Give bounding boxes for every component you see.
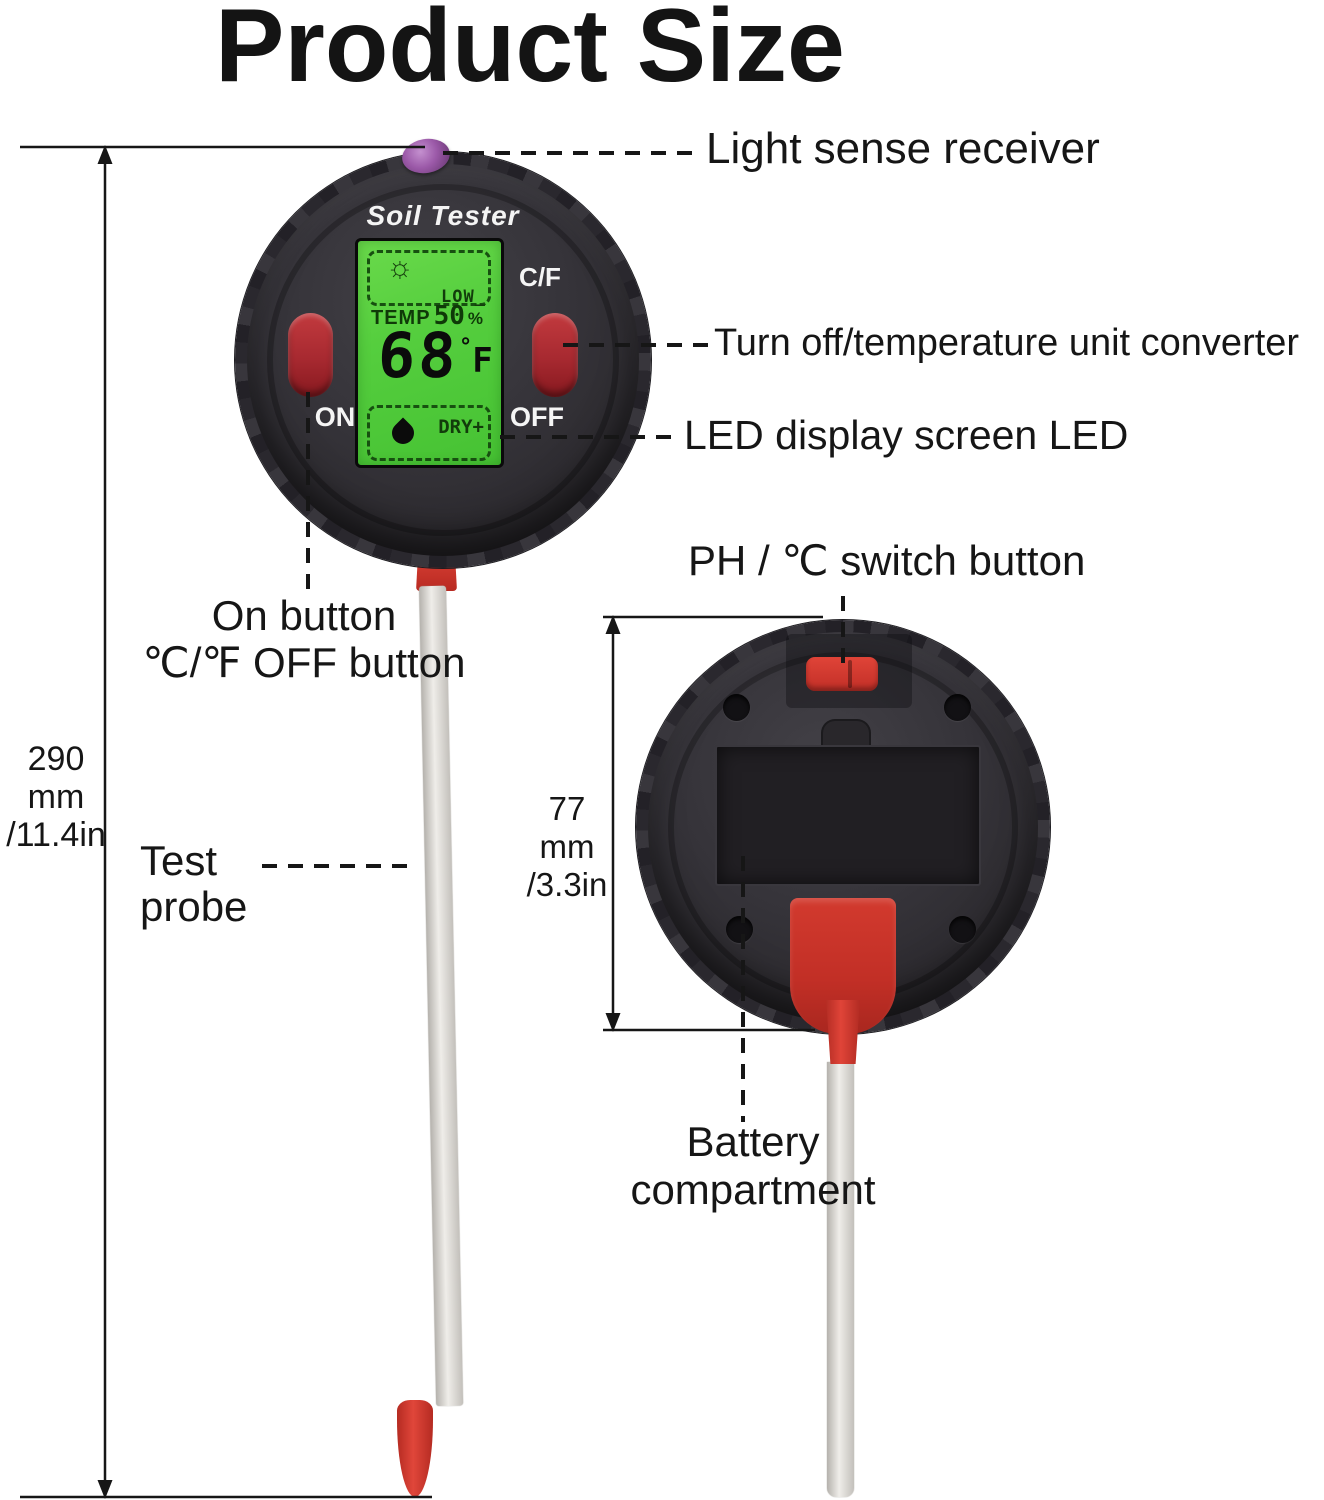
temp-row: TEMP 50 % <box>371 301 483 331</box>
battery-cover-latch <box>821 719 871 749</box>
turn-off-label: Turn off/temperature unit converter <box>714 322 1300 364</box>
ph-temp-switch <box>806 657 878 691</box>
temp-label: TEMP <box>371 307 431 329</box>
on-button <box>288 313 333 397</box>
test-probe-front <box>419 585 464 1407</box>
light-section-box: ☼ LOW_ <box>367 250 491 307</box>
soil-tester-front-head: Soil Tester ☼ LOW_ TEMP 50 % 68 °F DRY+ … <box>235 135 651 568</box>
cf-button-label: C/F <box>519 262 561 292</box>
probe-mount-shaft <box>826 1000 860 1064</box>
temperature-unit: °F <box>459 335 493 381</box>
on-button-label: ON <box>314 402 356 432</box>
brand-text: Soil Tester <box>366 200 520 231</box>
off-button <box>532 313 578 397</box>
probe-tip <box>397 1400 433 1497</box>
dimension-290mm-label: 290 mm /11.4in <box>6 740 106 855</box>
arrow-down-icon <box>605 1013 621 1032</box>
arrow-up-icon <box>605 615 621 634</box>
test-probe-back <box>827 1062 854 1497</box>
screw-hole <box>944 694 971 721</box>
screw-hole <box>726 916 753 943</box>
led-screen-label: LED display screen LED <box>684 412 1129 458</box>
water-drop-icon <box>387 417 419 449</box>
moisture-section-box: DRY+ <box>367 405 491 461</box>
battery-compartment <box>715 745 981 886</box>
light-status: LOW_ <box>441 287 486 307</box>
battery-compartment-label: Battery compartment <box>630 1118 876 1214</box>
on-off-button-label: On button ℃/℉ OFF button <box>142 592 466 687</box>
unit-letter: F <box>472 341 493 381</box>
test-probe-label: Test probe <box>140 837 248 931</box>
degree-sign: ° <box>459 335 473 360</box>
screw-hole <box>949 916 976 943</box>
percent-sign: % <box>467 309 483 328</box>
off-button-label: OFF <box>510 402 564 432</box>
arrow-up-icon <box>97 145 113 164</box>
moisture-status: DRY+ <box>438 416 484 438</box>
lcd-screen: ☼ LOW_ TEMP 50 % 68 °F DRY+ <box>355 238 504 468</box>
moisture-percent-value: 50 <box>433 301 465 331</box>
arrow-down-icon <box>97 1480 113 1499</box>
light-sensor-label: Light sense receiver <box>706 124 1100 173</box>
ph-switch-label: PH / ℃ switch button <box>688 537 1086 584</box>
sun-icon: ☼ <box>386 251 414 284</box>
temperature-value: 68 <box>376 319 461 392</box>
page-title: Product Size <box>215 0 845 104</box>
screw-hole <box>723 694 750 721</box>
dimension-77mm-label: 77 mm /3.3in <box>526 790 608 903</box>
